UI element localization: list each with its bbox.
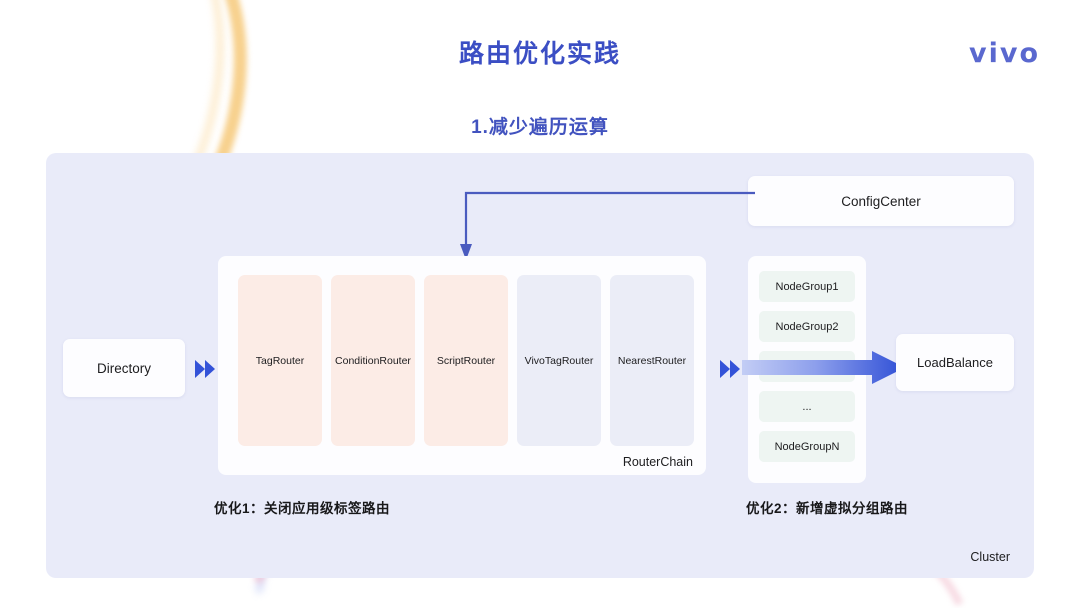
loadbalance-label: LoadBalance	[917, 355, 993, 370]
directory-node[interactable]: Directory	[63, 339, 185, 397]
page-title: 路由优化实践	[458, 40, 621, 68]
elbow-arrow-down-icon	[460, 191, 755, 260]
router-box-nearestrouter[interactable]: NearestRouter	[610, 275, 694, 446]
router-box-scriptrouter[interactable]: ScriptRouter	[424, 275, 508, 446]
routerchain-label: RouterChain	[622, 455, 693, 469]
double-chevron-right-icon	[195, 360, 215, 378]
right-arrow-icon	[742, 351, 905, 384]
flow-arrow	[742, 349, 907, 386]
nodegroup-label: NodeGroupN	[774, 440, 840, 453]
nodegroup-label: ...	[802, 400, 812, 413]
chevron-right-after-routerchain	[718, 358, 744, 380]
router-label: ScriptRouter	[436, 354, 496, 367]
optimization-1-caption: 优化1：关闭应用级标签路由	[214, 501, 391, 516]
config-center-label: ConfigCenter	[841, 193, 921, 209]
router-label: TagRouter	[255, 354, 305, 367]
nodegroup-item[interactable]: NodeGroup2	[759, 311, 855, 342]
routerchain-panel: TagRouter ConditionRouter ScriptRouter V…	[218, 256, 706, 475]
vivo-logo: vivo	[968, 38, 1040, 69]
optimization-2-caption: 优化2：新增虚拟分组路由	[746, 501, 909, 516]
nodegroup-label: NodeGroup2	[775, 320, 839, 333]
router-label: NearestRouter	[617, 354, 687, 367]
router-list: TagRouter ConditionRouter ScriptRouter V…	[238, 275, 694, 446]
directory-label: Directory	[96, 360, 151, 376]
router-box-tagrouter[interactable]: TagRouter	[238, 275, 322, 446]
nodegroup-item[interactable]: NodeGroupN	[759, 431, 855, 462]
config-connector	[455, 190, 755, 262]
chevron-right-after-directory	[193, 358, 219, 380]
section-subtitle: 1.减少遍历运算	[471, 117, 609, 138]
cluster-label: Cluster	[970, 550, 1010, 564]
router-box-vivotagrouter[interactable]: VivoTagRouter	[517, 275, 601, 446]
loadbalance-node[interactable]: LoadBalance	[896, 334, 1014, 391]
nodegroup-item-ellipsis: ...	[759, 391, 855, 422]
router-label: ConditionRouter	[335, 354, 411, 367]
nodegroup-item[interactable]: NodeGroup1	[759, 271, 855, 302]
router-box-conditionrouter[interactable]: ConditionRouter	[331, 275, 415, 446]
double-chevron-right-icon	[720, 360, 740, 378]
router-label: VivoTagRouter	[524, 354, 594, 367]
nodegroup-label: NodeGroup1	[775, 280, 839, 293]
config-center-node[interactable]: ConfigCenter	[748, 176, 1014, 226]
